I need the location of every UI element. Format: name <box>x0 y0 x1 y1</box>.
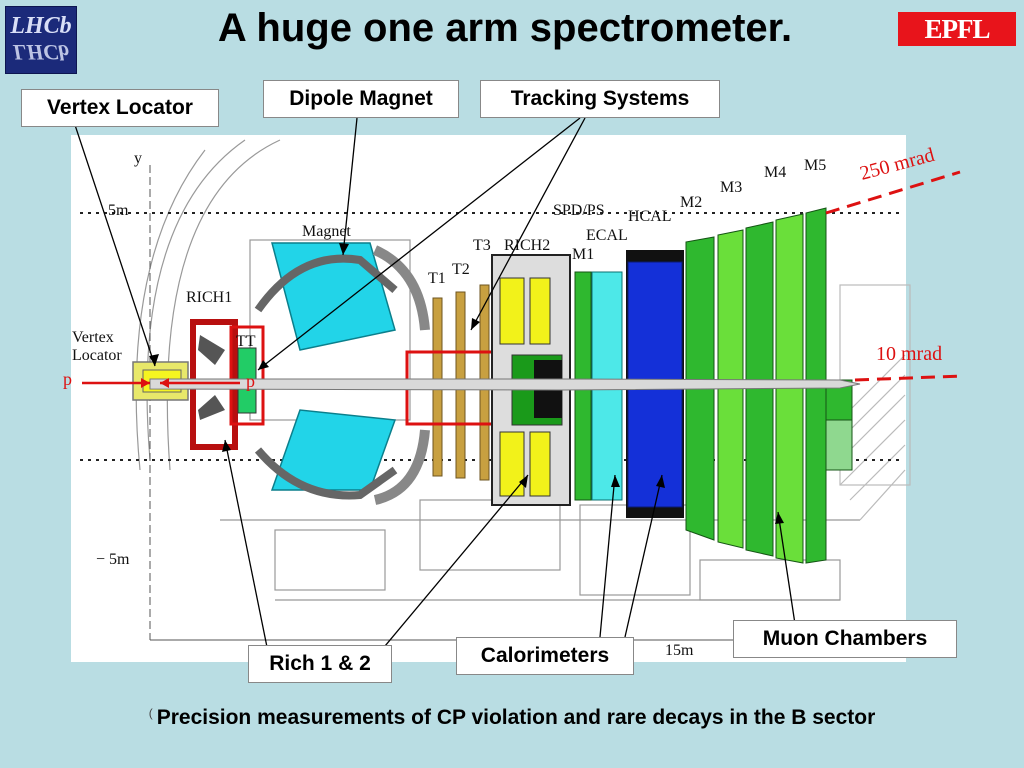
rich1-label: RICH1 <box>186 289 232 306</box>
t2-label: T2 <box>452 261 470 278</box>
proton-beam-left-arrowhead <box>141 378 150 388</box>
tt-box <box>229 325 265 426</box>
footer-bullet: ( <box>148 706 153 720</box>
vertex-locator-callout: Vertex Locator <box>21 89 219 127</box>
acceptance-10mrad-line <box>854 374 963 382</box>
proton-beam-right-arrowhead <box>160 378 169 388</box>
proton-left-label: p <box>63 369 72 389</box>
footer-text: Precision measurements of CP violation a… <box>156 706 876 729</box>
minus-five-m-label: − 5m <box>96 551 130 568</box>
epfl-logo: EPFL <box>898 12 1016 46</box>
spd-ps-label: SPD/PS <box>553 202 605 219</box>
m2-label: M2 <box>680 194 702 211</box>
magnet <box>254 242 430 505</box>
calorimeters-callout: Calorimeters <box>456 637 634 675</box>
m5-label: M5 <box>804 157 826 174</box>
proton-right-label: p <box>246 371 255 391</box>
footer-statement: (Precision measurements of CP violation … <box>0 706 1024 730</box>
mrad-250-label: 250 mrad <box>858 144 937 185</box>
acceptance-250mrad-line <box>825 170 961 215</box>
muon-chambers-callout: Muon Chambers <box>733 620 957 658</box>
y-axis-label: y <box>134 150 142 167</box>
tracking-systems-callout: Tracking Systems <box>480 80 720 118</box>
t1-label: T1 <box>428 270 446 287</box>
vertex-label: Vertex <box>72 329 114 346</box>
slide-title: A huge one arm spectrometer. <box>217 6 793 50</box>
mrad-10-label: 10 mrad <box>876 343 942 365</box>
beam-pipe <box>149 378 861 391</box>
callout-arrowheads <box>149 243 784 524</box>
rich-callout: Rich 1 & 2 <box>248 645 392 683</box>
m3-label: M3 <box>720 179 742 196</box>
dipole-magnet-callout: Dipole Magnet <box>263 80 459 118</box>
m1-label: M1 <box>572 246 594 263</box>
tt-label: TT <box>236 333 256 350</box>
hcal-label: HCAL <box>628 208 672 225</box>
support-structures <box>135 139 911 601</box>
callout-pointers <box>74 117 796 653</box>
rich2-label: RICH2 <box>504 237 550 254</box>
fifteen-m-label: 15m <box>665 642 694 659</box>
t3-label: T3 <box>473 237 491 254</box>
m4-label: M4 <box>764 164 786 181</box>
magnet-label: Magnet <box>302 223 351 240</box>
lhcb-logo: LHCb LHCb <box>5 6 77 74</box>
five-m-label: 5m <box>108 202 129 219</box>
ecal-label: ECAL <box>586 227 628 244</box>
locator-label: Locator <box>72 347 122 364</box>
